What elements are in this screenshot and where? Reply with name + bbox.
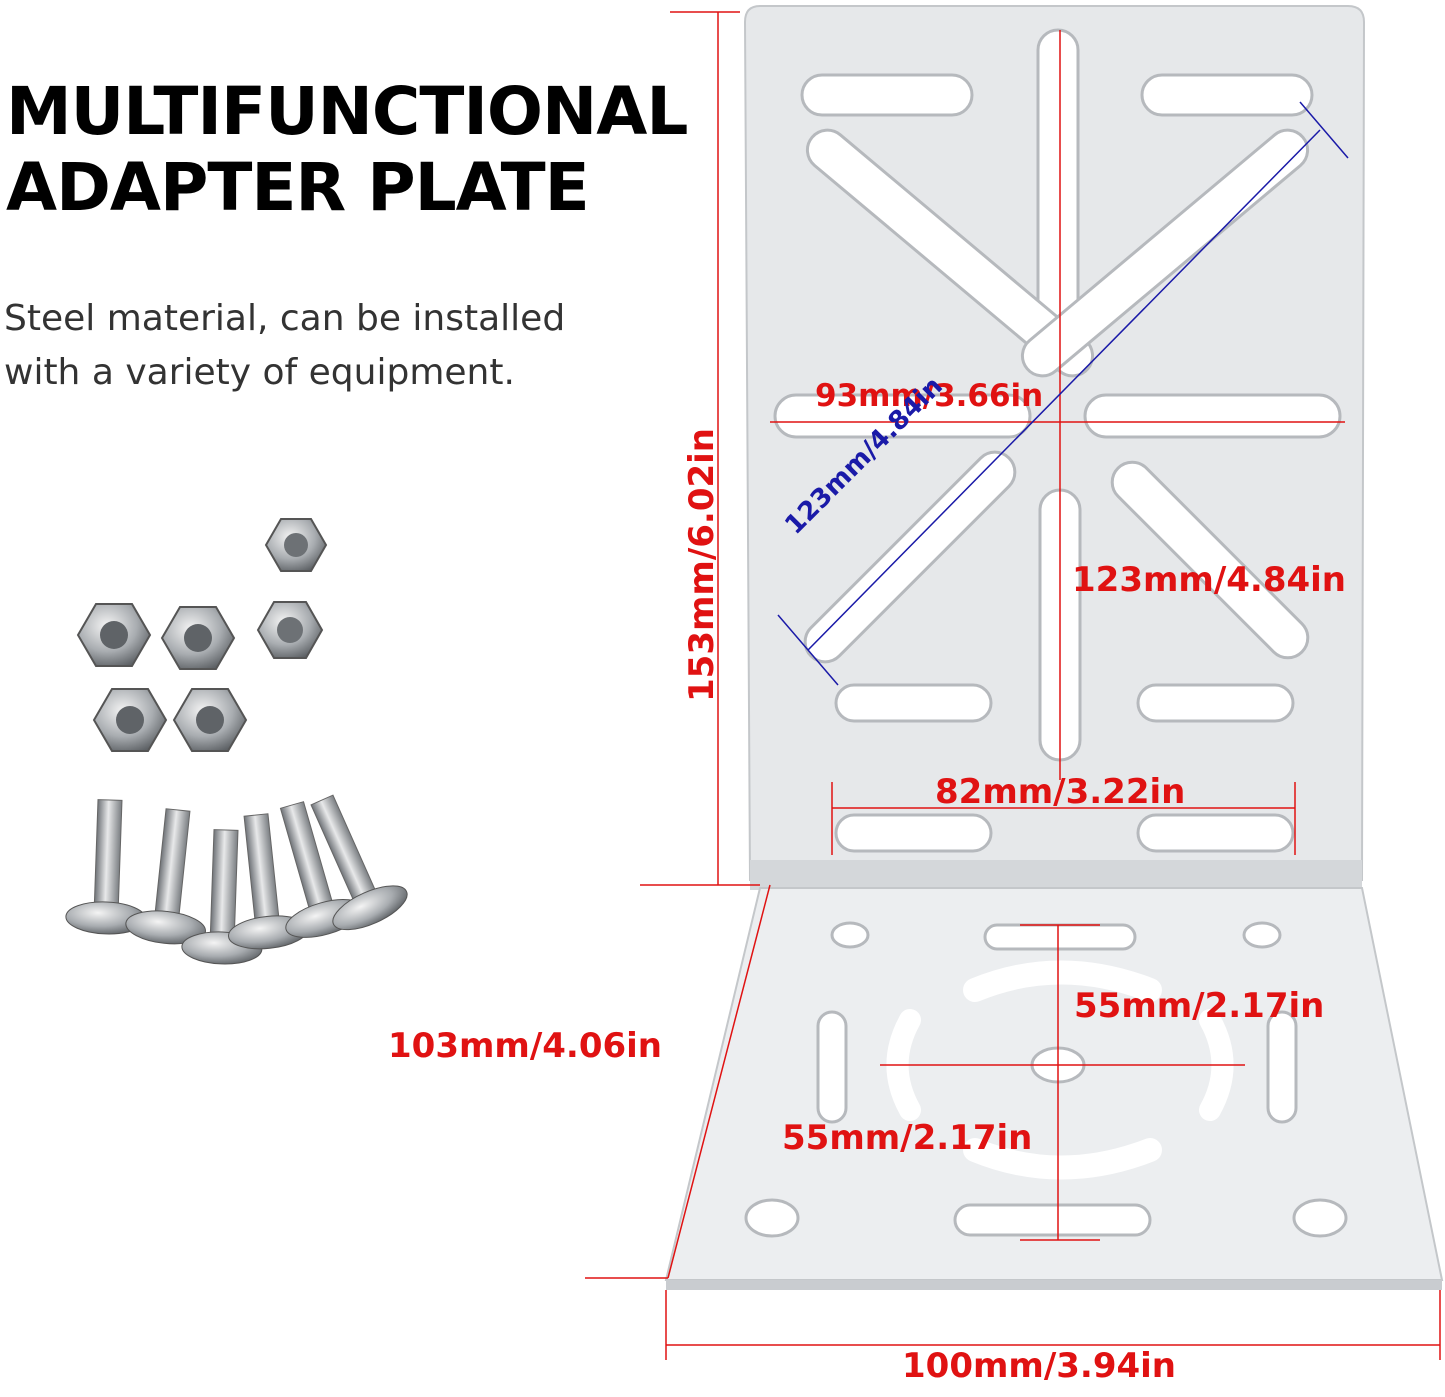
title-line-2: ADAPTER PLATE [6, 149, 590, 226]
base-horizontal-span-label: 55mm/2.17in [782, 1118, 1033, 1158]
product-title: MULTIFUNCTIONAL ADAPTER PLATE [6, 73, 688, 226]
hardware-image [65, 518, 408, 965]
dimension-lines [585, 11, 1441, 1360]
depth-dimension-label: 103mm/4.06in [388, 1026, 662, 1066]
hex-nuts [76, 518, 328, 752]
bolts [65, 794, 408, 965]
description-line-2: with a variety of equipment. [4, 352, 515, 393]
plate-bend [750, 860, 1362, 890]
description-line-1: Steel material, can be installed [4, 298, 566, 339]
diagonal-dimension-line [777, 101, 1349, 686]
lower-slot-span-label: 82mm/3.22in [935, 772, 1186, 812]
vertical-plate-slots [773, 28, 1342, 853]
vertical-slot-span-label: 123mm/4.84in [1072, 560, 1346, 600]
height-dimension-label: 153mm/6.02in [682, 428, 722, 702]
product-description: Steel material, can be installed with a … [4, 292, 565, 400]
width-dimension-label: 100mm/3.94in [902, 1346, 1176, 1386]
base-vertical-span-label: 55mm/2.17in [1074, 986, 1325, 1026]
top-slot-span-label: 93mm/3.66in [815, 378, 1044, 414]
title-line-1: MULTIFUNCTIONAL [6, 73, 688, 150]
